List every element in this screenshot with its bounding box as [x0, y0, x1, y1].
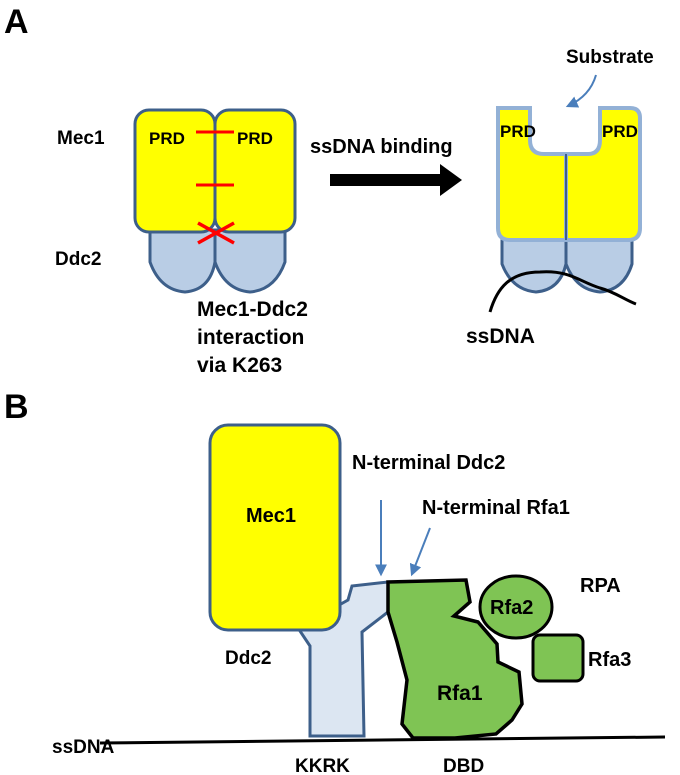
rfa3-label: Rfa3 — [588, 649, 631, 671]
k263-cross-marker-b — [197, 221, 235, 245]
ddc2-label-b: Ddc2 — [225, 648, 271, 669]
rfa2-label: Rfa2 — [490, 597, 533, 619]
n-terminal-rfa1-label: N-terminal Rfa1 — [422, 497, 570, 519]
ddc2-left-lobe — [148, 228, 217, 294]
prd-right-active-label: PRD — [602, 122, 638, 141]
ddc2-right-lobe — [213, 228, 287, 294]
active-ddc2-left-lobe — [500, 236, 568, 294]
interaction-label-line3: via K263 — [197, 354, 282, 377]
rfa1-label: Rfa1 — [437, 682, 483, 705]
ssdna-label-a: ssDNA — [466, 325, 535, 348]
substrate-pointer-arrow — [565, 74, 597, 108]
rfa2-subunit — [478, 574, 554, 640]
interaction-label-line1: Mec1-Ddc2 — [197, 298, 308, 321]
mec1-b-box — [208, 423, 342, 632]
mec1-label-a: Mec1 — [57, 128, 105, 149]
n-terminal-rfa1-arrow — [409, 527, 431, 577]
prd-right-label: PRD — [237, 129, 273, 148]
inactive-mec1-ddc2-complex: PRD PRD — [133, 108, 297, 294]
kkrk-label: KKRK — [295, 756, 350, 775]
prd-left-active-label: PRD — [500, 122, 536, 141]
prd-left-label: PRD — [149, 129, 185, 148]
substrate-label: Substrate — [566, 47, 654, 68]
ssdna-strand-a — [488, 270, 637, 313]
rfa1-subunit — [386, 578, 524, 740]
n-terminal-ddc2-label: N-terminal Ddc2 — [352, 452, 505, 474]
mec1-label-b: Mec1 — [246, 505, 296, 527]
ssdna-binding-arrow-label: ssDNA binding — [310, 136, 453, 158]
mec1-right-subunit — [213, 108, 297, 234]
dbd-label: DBD — [443, 756, 484, 775]
active-mec1-ddc2-complex: PRD PRD — [488, 106, 642, 313]
panel-a-label: A — [4, 3, 29, 41]
rfa3-subunit — [531, 633, 585, 683]
active-ddc2-right-lobe — [564, 236, 634, 294]
ssdna-binding-arrow — [330, 164, 462, 196]
panel-b-label: B — [4, 388, 29, 426]
rpa-label: RPA — [580, 575, 621, 597]
ddc2-label-a: Ddc2 — [55, 249, 101, 270]
interaction-label-line2: interaction — [197, 326, 304, 349]
active-mec1-right-subunit — [564, 106, 642, 242]
ssdna-label-b: ssDNA — [52, 737, 115, 758]
ssdna-strand-b — [99, 735, 666, 745]
